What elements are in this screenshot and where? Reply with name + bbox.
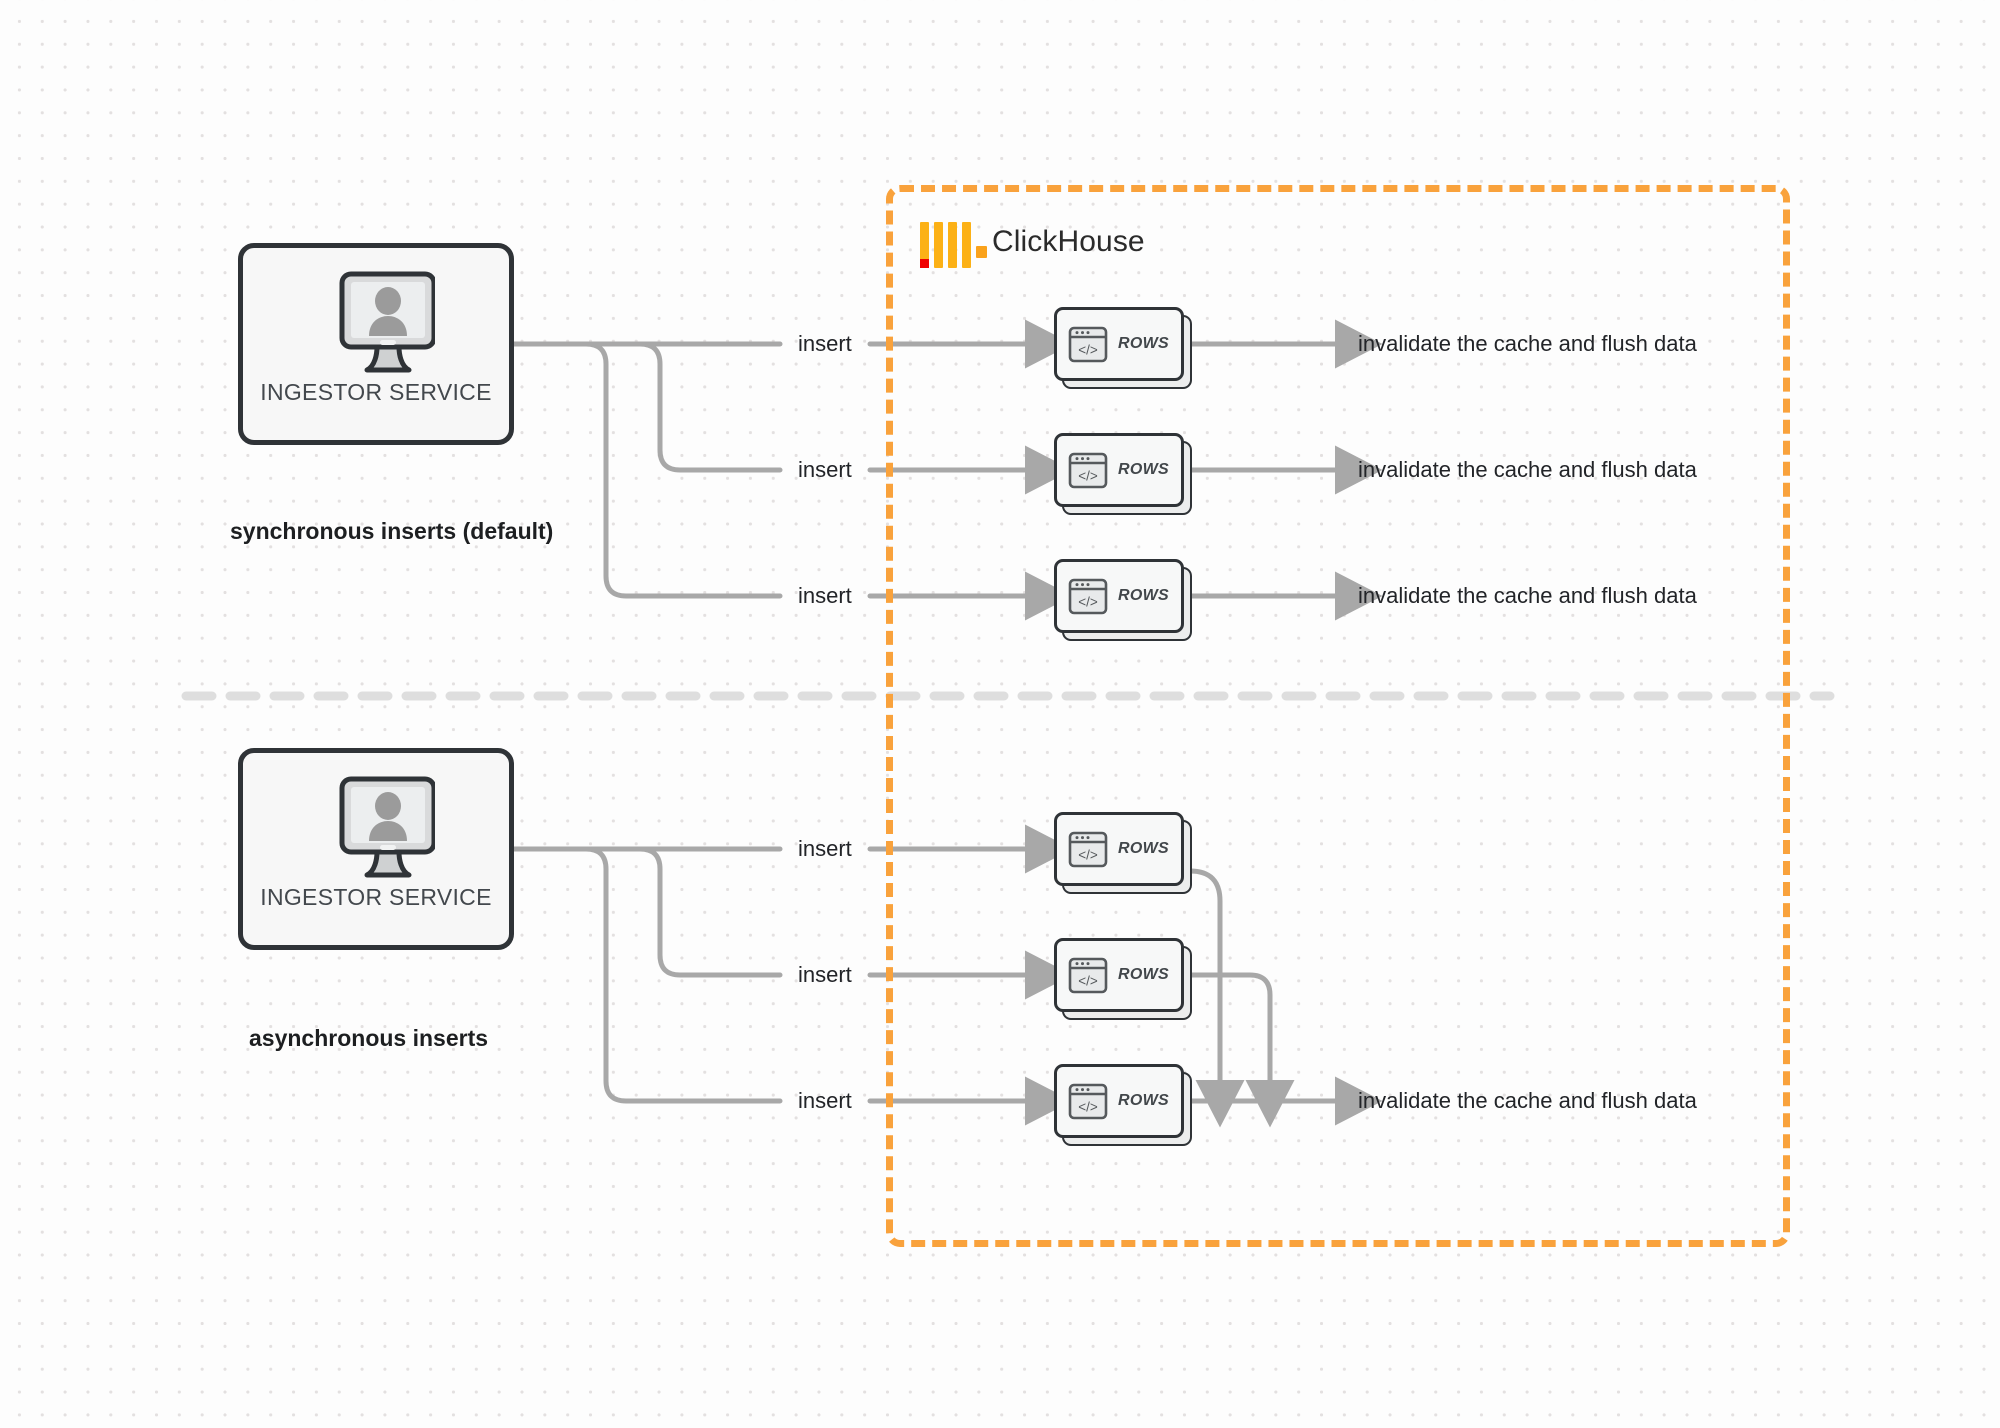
rows-node-label: ROWS (1118, 335, 1169, 352)
sync-branch-row2 (637, 341, 783, 473)
logo-bar-2 (934, 222, 943, 268)
section-label-async: asynchronous inserts (249, 1025, 489, 1051)
rows-node-async-3[interactable]: </> ROWS (1054, 1064, 1192, 1146)
ingestor-service-sync: INGESTOR SERVICE (238, 243, 514, 445)
rows-node-face: </> ROWS (1054, 812, 1184, 886)
sync-insert-label-3: insert (798, 583, 852, 608)
async-insert-label-1: insert (798, 836, 852, 861)
code-window-icon: </> (1068, 326, 1108, 362)
rows-node-async-1[interactable]: </> ROWS (1054, 812, 1192, 894)
svg-text:</>: </> (1078, 847, 1098, 862)
rows-node-face: </> ROWS (1054, 433, 1184, 507)
async-insert-label-2: insert (798, 962, 852, 987)
rows-node-sync-2[interactable]: </> ROWS (1054, 433, 1192, 515)
rows-node-async-2[interactable]: </> ROWS (1054, 938, 1192, 1020)
sync-flush-label-3: invalidate the cache and flush data (1358, 583, 1697, 608)
logo-bar-3 (948, 222, 957, 268)
async-merged-flush-label: invalidate the cache and flush data (1358, 1088, 1697, 1113)
rows-node-face: </> ROWS (1054, 938, 1184, 1012)
async-branch-row3 (583, 846, 783, 1104)
sync-flush-label-2: invalidate the cache and flush data (1358, 457, 1697, 482)
rows-node-label: ROWS (1118, 840, 1169, 857)
rows-node-face: </> ROWS (1054, 1064, 1184, 1138)
clickhouse-title: ClickHouse (992, 225, 1145, 258)
sync-insert-label-1: insert (798, 331, 852, 356)
clickhouse-boundary (886, 185, 1790, 1247)
code-window-icon: </> (1068, 831, 1108, 867)
svg-text:</>: </> (1078, 468, 1098, 483)
logo-orange-square (976, 246, 987, 258)
svg-text:</>: </> (1078, 594, 1098, 609)
monitor-user-icon (339, 271, 435, 373)
rows-node-sync-3[interactable]: </> ROWS (1054, 559, 1192, 641)
svg-text:</>: </> (1078, 973, 1098, 988)
logo-bar-4 (962, 222, 971, 268)
logo-bar-1 (920, 222, 929, 268)
code-window-icon: </> (1068, 452, 1108, 488)
section-label-sync: synchronous inserts (default) (230, 518, 554, 544)
rows-node-label: ROWS (1118, 966, 1169, 983)
logo-red-square (920, 259, 929, 268)
code-window-icon: </> (1068, 578, 1108, 614)
clickhouse-logo (920, 222, 987, 268)
rows-node-label: ROWS (1118, 587, 1169, 604)
monitor-user-icon (339, 776, 435, 878)
rows-node-sync-1[interactable]: </> ROWS (1054, 307, 1192, 389)
async-merge-row1 (1187, 868, 1245, 1128)
async-branch-row2 (637, 846, 783, 978)
sync-insert-label-2: insert (798, 457, 852, 482)
rows-node-face: </> ROWS (1054, 307, 1184, 381)
async-merge-row2 (1187, 972, 1295, 1128)
svg-text:</>: </> (1078, 1099, 1098, 1114)
async-insert-label-3: insert (798, 1088, 852, 1113)
sync-branch-row3 (583, 341, 783, 599)
rows-node-label: ROWS (1118, 1092, 1169, 1109)
rows-node-face: </> ROWS (1054, 559, 1184, 633)
sync-flush-label-1: invalidate the cache and flush data (1358, 331, 1697, 356)
svg-text:</>: </> (1078, 342, 1098, 357)
ingestor-service-async-caption: INGESTOR SERVICE (260, 884, 492, 910)
rows-node-label: ROWS (1118, 461, 1169, 478)
code-window-icon: </> (1068, 957, 1108, 993)
code-window-icon: </> (1068, 1083, 1108, 1119)
ingestor-service-async: INGESTOR SERVICE (238, 748, 514, 950)
ingestor-service-sync-caption: INGESTOR SERVICE (260, 379, 492, 405)
